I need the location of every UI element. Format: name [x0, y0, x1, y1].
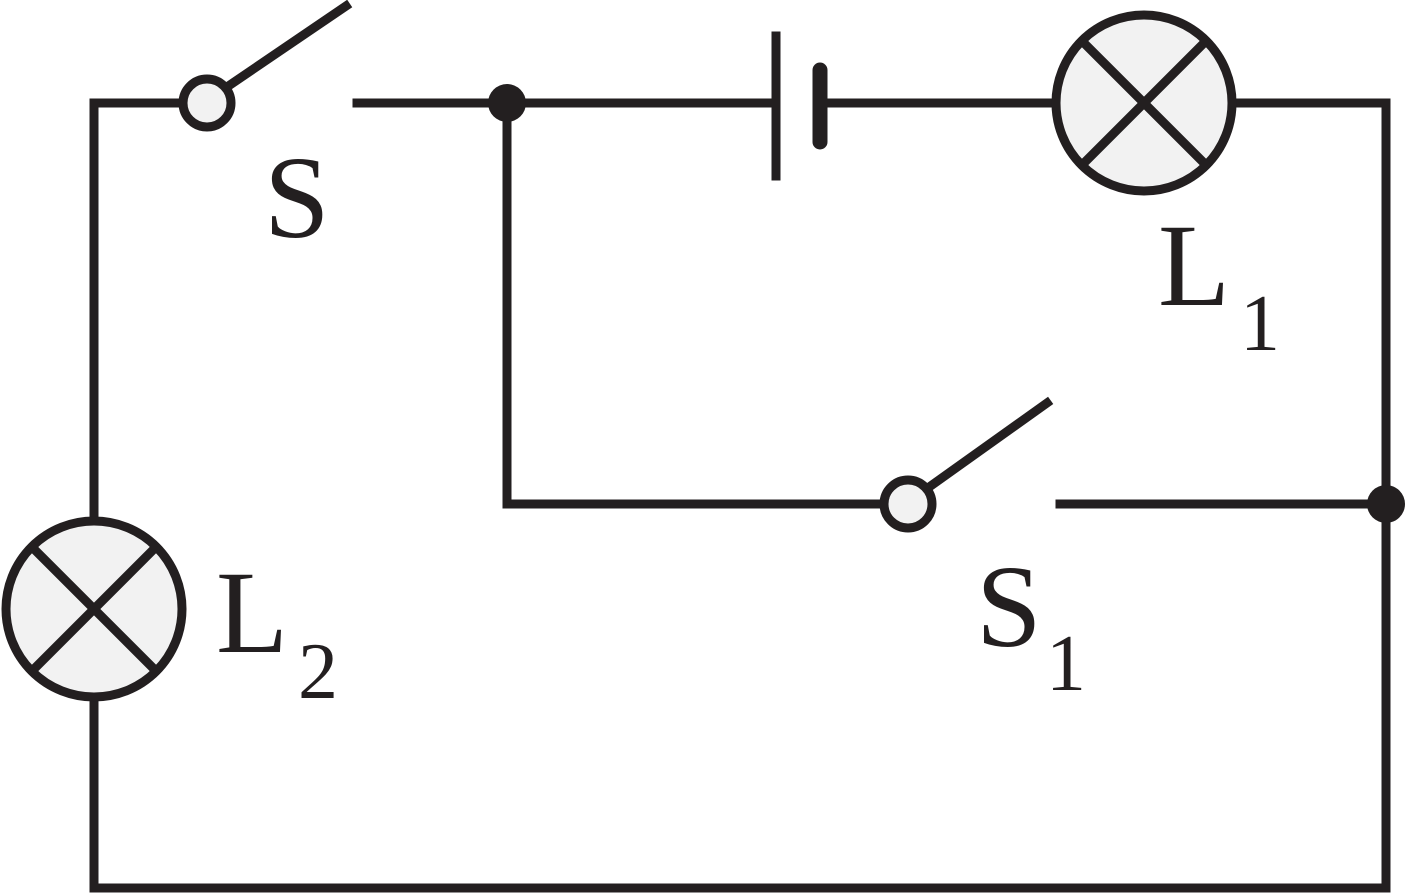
switch-s1: [879, 396, 1054, 533]
label-s1: S: [976, 541, 1042, 672]
lamp-l1-icon: [1051, 10, 1237, 196]
battery-icon: [771, 31, 828, 181]
wire-left-top: [89, 98, 187, 525]
label-s: S: [264, 132, 330, 263]
junction-node-top: [488, 84, 526, 122]
wire-branch: [502, 98, 888, 509]
label-l2: L: [216, 547, 288, 678]
switch-s: [178, 0, 353, 132]
lamp-l2-icon: [1, 516, 187, 702]
wire-bottom-loop: [89, 98, 1391, 893]
junction-node-right: [1367, 485, 1405, 523]
label-l2-subscript: 2: [298, 628, 338, 716]
label-l1: L: [1158, 200, 1230, 331]
label-l1-subscript: 1: [1240, 280, 1280, 368]
label-s1-subscript: 1: [1046, 620, 1086, 708]
